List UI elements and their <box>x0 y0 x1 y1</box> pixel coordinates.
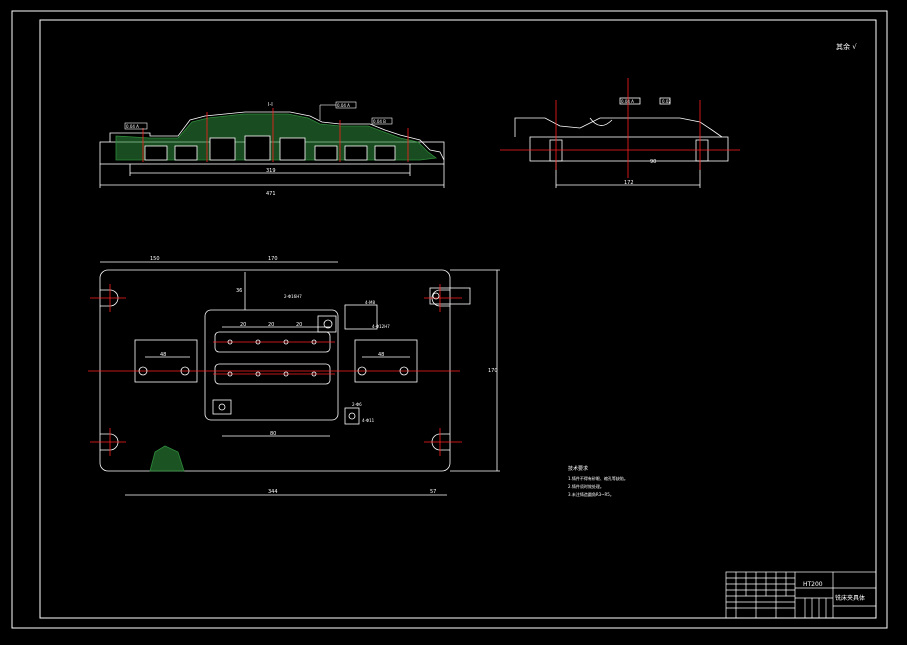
front-callout-2: 0.04 A <box>337 103 350 108</box>
title-block <box>725 571 877 619</box>
plan-dim-left-pocket: 48 <box>160 352 166 358</box>
title-block-part-name: 铣床夹具体 <box>835 594 865 602</box>
outer-frame <box>11 10 888 629</box>
section-label: I-I <box>268 102 273 108</box>
plan-dim-left-top: 150 <box>150 256 160 262</box>
plan-dim-slot-1: 20 <box>240 322 246 328</box>
roughness-mark: 其余 √ <box>836 42 857 51</box>
side-centerlines <box>500 78 740 178</box>
side-callout-2: 0.04 A <box>621 99 634 104</box>
front-centerlines <box>142 108 409 162</box>
side-dim-width: 172 <box>624 180 634 186</box>
plan-note-4: 2-Φ6 <box>352 402 362 407</box>
plan-dim-right-pocket: 48 <box>378 352 384 358</box>
title-block-material: HT200 <box>803 581 823 588</box>
plan-dim-slot-bottom: 80 <box>270 431 276 437</box>
plan-centerlines <box>88 284 462 456</box>
tech-req-item-3: 3.未注铸造圆角R3~R5。 <box>568 491 614 497</box>
plan-local-section <box>149 445 185 472</box>
front-callout-3: 0.04 B <box>373 119 386 124</box>
front-section-view <box>99 111 445 188</box>
tech-req-item-2: 2.铸件须时效处理。 <box>568 483 604 489</box>
front-callout-1: 0.04 A <box>126 124 139 129</box>
plan-holes <box>138 292 440 420</box>
plan-dim-right-bottom: 57 <box>430 489 436 495</box>
plan-note-5: 4-Φ11 <box>362 418 375 423</box>
plan-dim-total-bottom: 344 <box>268 489 278 495</box>
plan-note-3: 4-Φ12H7 <box>372 324 390 329</box>
tech-req-title: 技术要求 <box>568 465 588 472</box>
front-dim-inner: 319 <box>266 168 276 174</box>
side-view <box>514 97 729 188</box>
plan-dim-right-height: 170 <box>488 368 498 374</box>
plan-dim-slot-top: 36 <box>236 288 242 294</box>
plan-note-2: 4-M8 <box>365 300 375 305</box>
tech-req-item-1: 1.铸件不得有砂眼、缩孔等缺陷。 <box>568 475 628 481</box>
plan-note-1: 2-Φ16H7 <box>284 294 302 299</box>
plan-dim-slot-3: 20 <box>296 322 302 328</box>
plan-dim-middle-top: 170 <box>268 256 278 262</box>
front-callouts <box>124 101 393 130</box>
front-dim-overall: 471 <box>266 191 276 197</box>
inner-frame <box>39 19 877 619</box>
side-callout-1: 0.02 <box>662 99 671 104</box>
plan-dim-slot-2: 20 <box>268 322 274 328</box>
side-dim-height: 90 <box>650 159 656 165</box>
